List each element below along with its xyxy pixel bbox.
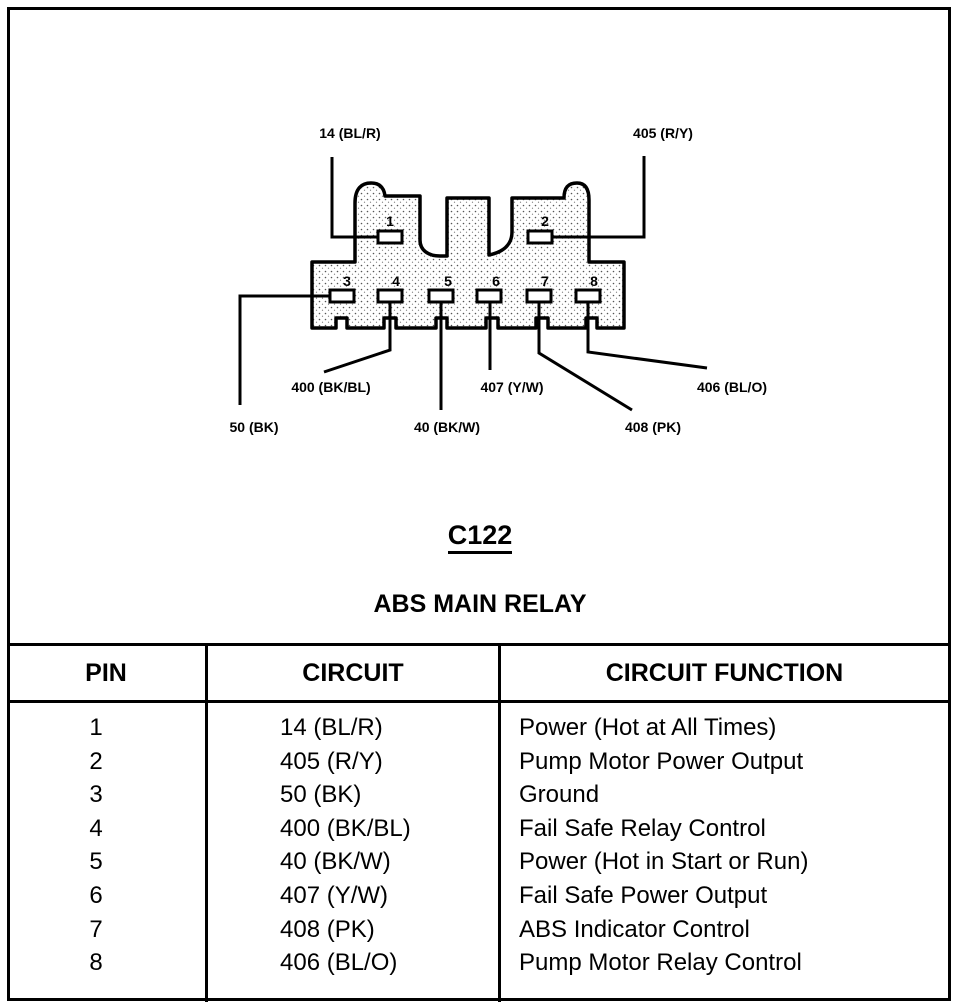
header-pin: PIN	[7, 643, 207, 703]
cell-function: Fail Safe Power Output	[498, 878, 948, 913]
cell-pin: 7	[89, 915, 103, 943]
cell-circuit: 407 (Y/W)	[205, 878, 500, 913]
connector-diagram: 1 2 3 4 5 6 7 8 14 (BL/R) 405 (R/Y) 50 (…	[0, 125, 960, 618]
pin-number-2: 2	[541, 213, 549, 229]
cell-pin: 1	[89, 714, 103, 741]
cell-function: Power (Hot in Start or Run)	[498, 845, 948, 879]
table-row: 4 400 (BK/BL) Fail Safe Relay Control	[7, 811, 948, 846]
wire-pin-1	[330, 157, 378, 239]
connector-id: C122	[0, 520, 960, 554]
wire-label-pin-2: 405 (R/Y)	[633, 125, 693, 141]
cell-pin: 8	[89, 949, 103, 977]
pin-table: PIN CIRCUIT CIRCUIT FUNCTION 1 14 (BL/R)…	[7, 643, 948, 1002]
wire-label-pin-8: 406 (BL/O)	[697, 379, 767, 395]
cell-circuit: 400 (BK/BL)	[205, 811, 500, 846]
terminal-2	[526, 229, 554, 245]
pin-number-8: 8	[590, 273, 598, 289]
cell-pin: 3	[89, 781, 103, 809]
pin-number-6: 6	[492, 273, 500, 289]
terminal-7	[525, 288, 553, 304]
cell-function: Ground	[498, 778, 948, 812]
wire-pin-4	[323, 302, 392, 374]
wire-pin-8	[586, 302, 708, 370]
terminal-6	[475, 288, 503, 304]
table-row: 2 405 (R/Y) Pump Motor Power Output	[7, 744, 948, 779]
terminal-3	[328, 288, 356, 304]
table-row: 5 40 (BK/W) Power (Hot in Start or Run)	[7, 845, 948, 879]
pin-number-3: 3	[343, 273, 351, 289]
cell-circuit: 406 (BL/O)	[205, 946, 500, 980]
table-spacer-row	[7, 979, 948, 1002]
cell-function: Pump Motor Relay Control	[498, 946, 948, 980]
wire-pin-3	[238, 294, 330, 405]
wire-label-pin-3: 50 (BK)	[229, 419, 278, 435]
wire-label-pin-6: 407 (Y/W)	[480, 379, 543, 395]
table-row: 7 408 (PK) ABS Indicator Control	[7, 912, 948, 947]
pin-number-7: 7	[541, 273, 549, 289]
table-row: 6 407 (Y/W) Fail Safe Power Output	[7, 878, 948, 913]
cell-function: Pump Motor Power Output	[498, 744, 948, 779]
terminal-8	[574, 288, 602, 304]
cell-pin: 5	[89, 848, 103, 876]
pin-number-5: 5	[444, 273, 452, 289]
table-header-row: PIN CIRCUIT CIRCUIT FUNCTION	[7, 643, 948, 703]
cell-function: Fail Safe Relay Control	[498, 811, 948, 846]
cell-circuit: 40 (BK/W)	[205, 845, 500, 879]
header-circuit-function: CIRCUIT FUNCTION	[498, 643, 948, 703]
cell-circuit: 14 (BL/R)	[205, 701, 500, 745]
table-row: 1 14 (BL/R) Power (Hot at All Times)	[7, 701, 948, 745]
wire-pin-7	[537, 302, 633, 412]
cell-function: ABS Indicator Control	[498, 912, 948, 947]
terminal-5	[427, 288, 455, 304]
pin-number-1: 1	[386, 213, 394, 229]
cell-circuit: 50 (BK)	[205, 778, 500, 812]
wire-label-pin-4: 400 (BK/BL)	[291, 379, 370, 395]
cell-circuit: 408 (PK)	[205, 912, 500, 947]
wire-label-pin-1: 14 (BL/R)	[319, 125, 380, 141]
wire-label-pin-5: 40 (BK/W)	[414, 419, 480, 435]
pin-number-4: 4	[392, 273, 400, 289]
connector-body	[310, 181, 626, 330]
cell-pin: 6	[89, 881, 103, 909]
terminal-1	[376, 229, 404, 245]
terminal-4	[376, 288, 404, 304]
wire-label-pin-7: 408 (PK)	[625, 419, 681, 435]
cell-function: Power (Hot at All Times)	[498, 701, 948, 745]
header-circuit: CIRCUIT	[205, 643, 500, 703]
table-row: 8 406 (BL/O) Pump Motor Relay Control	[7, 946, 948, 980]
connector-id-text: C122	[447, 520, 513, 554]
cell-pin: 4	[89, 814, 103, 842]
wire-pin-2	[552, 156, 646, 239]
cell-circuit: 405 (R/Y)	[205, 744, 500, 779]
cell-pin: 2	[89, 747, 103, 775]
table-row: 3 50 (BK) Ground	[7, 778, 948, 812]
connector-name: ABS MAIN RELAY	[373, 590, 587, 618]
